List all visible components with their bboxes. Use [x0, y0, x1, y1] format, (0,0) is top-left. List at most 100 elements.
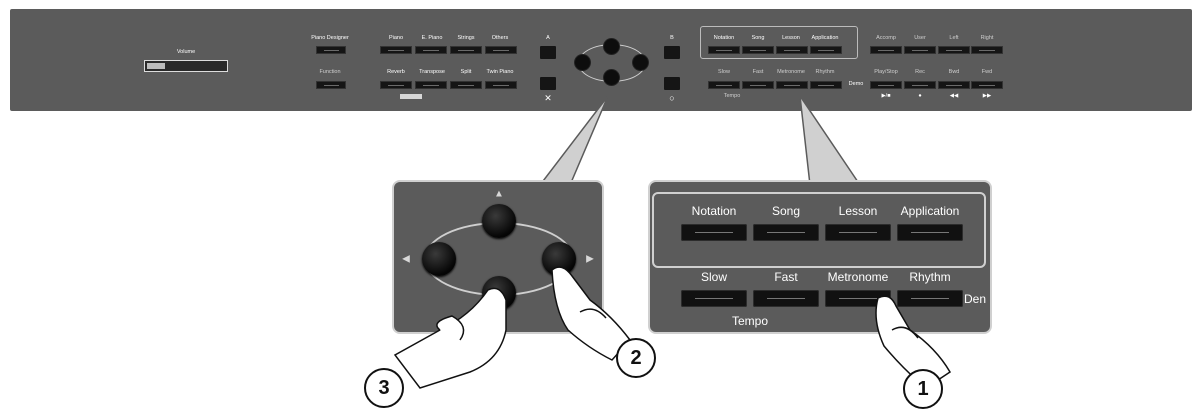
function-label: Function: [319, 69, 341, 75]
tempo-label-slow: Slow: [718, 69, 730, 75]
tone-label-others: Others: [491, 35, 509, 41]
accomp-button[interactable]: [870, 46, 902, 54]
zoom-tempo-label-metronome: Metronome: [827, 270, 889, 284]
right-button[interactable]: [971, 46, 1003, 54]
zoom-lesson-button[interactable]: [825, 224, 891, 241]
left-button[interactable]: [938, 46, 970, 54]
cursor-up-button[interactable]: [604, 39, 619, 54]
rec-button[interactable]: [904, 81, 936, 89]
bwd-icon: ◀◀: [949, 93, 959, 99]
tone-button-epiano[interactable]: [415, 46, 447, 54]
function-button[interactable]: [316, 81, 346, 89]
transport-label-fwd: Fwd: [981, 69, 993, 75]
zoom-tempo-label-rhythm: Rhythm: [909, 270, 951, 284]
tone-label-piano: Piano: [388, 35, 404, 41]
zoom-notation-button[interactable]: [681, 224, 747, 241]
slow-button[interactable]: [708, 81, 740, 89]
left-arrow-icon: ◀: [402, 253, 410, 265]
a-label: A: [546, 35, 550, 41]
mode-label-notation: Notation: [713, 35, 735, 41]
zoom-mode-label-notation: Notation: [691, 204, 737, 218]
volume-level: [147, 63, 165, 69]
fwd-icon: ▶▶: [982, 93, 992, 99]
metronome-button[interactable]: [776, 81, 808, 89]
tone-button-others[interactable]: [485, 46, 517, 54]
mode-button-application[interactable]: [810, 46, 842, 54]
fwd-button[interactable]: [971, 81, 1003, 89]
zoom-rhythm-button[interactable]: [897, 290, 963, 307]
piano-designer-label: Piano Designer: [311, 35, 349, 41]
hand-3-icon: [393, 287, 507, 389]
callout-1: 1: [903, 369, 943, 409]
demo-label: Demo: [848, 81, 864, 87]
effect-button-transpose[interactable]: [415, 81, 447, 89]
fast-button[interactable]: [742, 81, 774, 89]
mode-group-frame: [700, 26, 858, 59]
play-stop-button[interactable]: [870, 81, 902, 89]
transport-label-bwd: Bwd: [948, 69, 960, 75]
mode-button-lesson[interactable]: [776, 46, 808, 54]
tone-label-epiano: E. Piano: [421, 35, 443, 41]
zoom-metronome-button[interactable]: [825, 290, 891, 307]
tempo-label-fast: Fast: [752, 69, 764, 75]
effect-button-split[interactable]: [450, 81, 482, 89]
user-button[interactable]: [904, 46, 936, 54]
part-label-user: User: [914, 35, 926, 41]
effect-button-reverb[interactable]: [380, 81, 412, 89]
zoom-tempo-label: Tempo: [731, 314, 769, 328]
right-arrow-icon: ▶: [586, 253, 594, 265]
zoom-fast-button[interactable]: [753, 290, 819, 307]
zoom-tempo-label-fast: Fast: [774, 270, 798, 284]
logo-badge: [400, 94, 422, 99]
tempo-label-metronome: Metronome: [777, 69, 805, 75]
volume-slider[interactable]: [144, 60, 228, 72]
zoom-song-button[interactable]: [753, 224, 819, 241]
rec-icon: ●: [918, 93, 922, 99]
bwd-button[interactable]: [938, 81, 970, 89]
volume-label: Volume: [176, 49, 196, 55]
zoom-tempo-label-slow: Slow: [700, 270, 728, 284]
tempo-label-rhythm: Rhythm: [815, 69, 835, 75]
b-button[interactable]: [664, 46, 680, 59]
mode-label-lesson: Lesson: [782, 35, 800, 41]
effect-label-twin-piano: Twin Piano: [486, 69, 514, 75]
mode-zoom-frame: [652, 192, 986, 268]
part-label-right: Right: [980, 35, 994, 41]
part-label-accomp: Accomp: [876, 35, 896, 41]
transport-label-rec: Rec: [915, 69, 925, 75]
cursor-down-button[interactable]: [604, 70, 619, 85]
mode-button-song[interactable]: [742, 46, 774, 54]
zoom-mode-label-lesson: Lesson: [838, 204, 878, 218]
callout-2: 2: [616, 338, 656, 378]
mode-button-notation[interactable]: [708, 46, 740, 54]
tempo-label: Tempo: [723, 93, 741, 99]
effect-label-split: Split: [460, 69, 472, 75]
circle-button[interactable]: [664, 77, 680, 90]
effect-button-twin-piano[interactable]: [485, 81, 517, 89]
mode-label-song: Song: [751, 35, 765, 41]
transport-label-play-stop: Play/Stop: [874, 69, 898, 75]
effect-label-transpose: Transpose: [419, 69, 445, 75]
zoom-cursor-up-button[interactable]: [482, 204, 516, 238]
control-panel: Volume Piano Designer Function Piano E. …: [10, 9, 1192, 111]
circle-icon: ○: [669, 93, 675, 103]
zoom-application-button[interactable]: [897, 224, 963, 241]
b-label: B: [670, 35, 674, 41]
zoom-slow-button[interactable]: [681, 290, 747, 307]
cursor-left-button[interactable]: [575, 55, 590, 70]
piano-designer-button[interactable]: [316, 46, 346, 54]
zoom-mode-label-application: Application: [900, 204, 960, 218]
mode-label-application: Application: [811, 35, 839, 41]
up-arrow-icon: ▲: [494, 188, 504, 200]
tone-button-piano[interactable]: [380, 46, 412, 54]
cursor-right-button[interactable]: [633, 55, 648, 70]
play-stop-icon: ▶/■: [881, 93, 891, 99]
zoom-cursor-left-button[interactable]: [422, 242, 456, 276]
buttons-zoom-panel: Notation Song Lesson Application Slow Fa…: [648, 180, 992, 334]
cross-button[interactable]: [540, 77, 556, 90]
a-button[interactable]: [540, 46, 556, 59]
tone-button-strings[interactable]: [450, 46, 482, 54]
rhythm-button[interactable]: [810, 81, 842, 89]
tone-label-strings: Strings: [457, 35, 475, 41]
